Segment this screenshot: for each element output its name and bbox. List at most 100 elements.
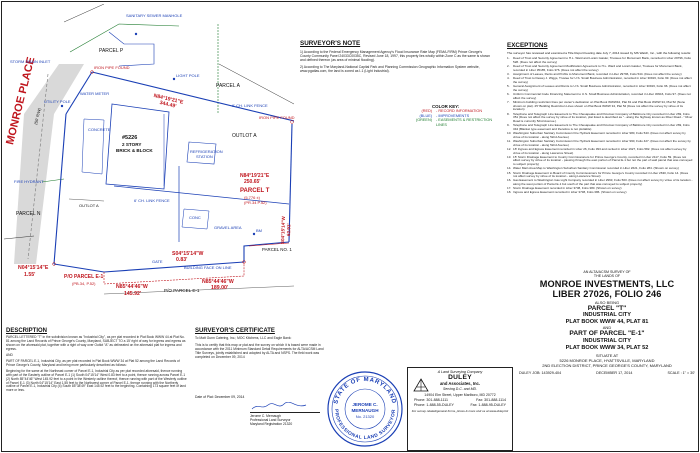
storm-inlet-label: STORM DRAIN INLET: [10, 59, 51, 64]
lower-boundary: [103, 285, 294, 295]
exception-number: 18.: [507, 190, 512, 195]
iron-pipe-marker-2: [290, 120, 294, 124]
surveyors-note-item-1: 1) According to the Federal Emergency Ma…: [300, 50, 490, 63]
exception-number: 3.: [507, 72, 510, 77]
parcel-e1-plat: (PB.34, P.52): [72, 281, 96, 286]
boundary-south-west: [53, 263, 105, 273]
title-plat-book-2: PLAT BOOK WWW 34, PLAT 52: [565, 344, 649, 351]
exception-text: Storm Drainage Easement to Board of Coun…: [513, 170, 689, 179]
exception-item: 1.Deed of Trust and Security Agreement t…: [507, 57, 693, 65]
exception-number: 16.: [507, 178, 512, 183]
parcel-n-label: PARCEL N: [16, 211, 41, 217]
iron-pipe-marker-4: [242, 260, 246, 264]
company-phone-row-2: Phone: 1-888-55-DULEY Fax: 1-888-95-DULE…: [410, 403, 510, 407]
exception-number: 4.: [507, 76, 510, 81]
surveyors-certificate: SURVEYOR'S CERTIFICATE To Matt Gunn Cate…: [195, 328, 330, 362]
signature-line: [250, 412, 320, 413]
parcel-a-label: PARCEL A: [216, 83, 240, 89]
gate-label: GATE: [152, 259, 163, 264]
building-footprint: [105, 103, 170, 190]
road-centerline: [27, 73, 49, 260]
signer-name: Jerome C. Mernaugh: [250, 414, 281, 418]
surveyors-note-title: SURVEYOR'S NOTE: [300, 40, 361, 47]
title-plat-book-1: PLAT BOOK WWW 44, PLAT 81: [565, 318, 649, 325]
bearing-3: S04°15'14"W: [172, 251, 204, 257]
gravel-area-label: GRAVEL AREA: [214, 225, 242, 230]
title-date: DECEMBER 17, 2014: [596, 371, 633, 376]
iron-pipe-marker-3: [52, 262, 56, 266]
conc-pad-2: [181, 208, 210, 230]
company-name: DULEY: [448, 374, 472, 381]
exception-number: 9.: [507, 123, 510, 128]
company-website-note: For survey related/general forms, prices…: [411, 408, 509, 413]
boundary-south: [103, 261, 245, 273]
exception-item: 18.Ingress and Egress Easement recorded …: [507, 191, 693, 195]
signer-registration: Maryland Registration 21320: [250, 422, 293, 426]
signer-title: Professional Land Surveyor: [250, 418, 291, 422]
exception-item: 14.Water Main Area Map to Washington Sub…: [507, 167, 693, 171]
map-drawing: [4, 4, 294, 295]
description-title: DESCRIPTION: [6, 328, 48, 334]
seal-graphic: STATE OF MARYLAND PROFESSIONAL LAND SURV…: [327, 371, 403, 447]
light-pole-symbol: [172, 77, 176, 81]
color-key-blue-desc: - IMPROVEMENTS: [436, 113, 470, 118]
color-key-green-desc: - EASEMENTS & RESTRICTION LINES: [435, 118, 493, 127]
exception-item: 3.Assignment of Leases, Rents and Profit…: [507, 72, 693, 77]
color-key-red-desc: - RECORD INFORMATION: [436, 109, 483, 114]
title-parcel-t: PARCEL "T": [587, 304, 627, 312]
parcel-p-label: PARCEL P: [99, 48, 124, 54]
seal-top-text: STATE OF MARYLAND: [333, 377, 396, 405]
description-and: AND: [6, 352, 13, 357]
bearing-6: N04°15'14"E: [18, 265, 49, 271]
concrete-pad: [81, 118, 105, 175]
title-situate: SITUATE AT: [595, 353, 619, 359]
parcel-t-label: PARCEL T: [240, 188, 270, 194]
exception-item: 11.Washington Suburban Sanitary Commissi…: [507, 139, 693, 148]
bearing-6-distance: 1.55': [24, 272, 36, 278]
exception-item: 2.Deed of Trust and Security Agreement M…: [507, 64, 693, 73]
exception-number: 12.: [507, 146, 512, 151]
seal-name-first: JEROME C.: [352, 402, 377, 407]
easement-line-top: [69, 23, 180, 53]
exception-text: Deed of Trust to Dewey J. Wiggs, Trustee…: [513, 76, 692, 84]
exception-text: 15' Storm Drainage Easement to County Co…: [513, 154, 693, 167]
company-fax: Fax: 301-888-1114: [476, 398, 506, 402]
boundary-west: [53, 113, 67, 265]
fence-label-2: 6' CH. LINK FENCE: [232, 103, 268, 108]
parcel-n-line: [4, 235, 35, 240]
exception-item: 7.Minimum building restriction lines per…: [507, 100, 693, 112]
exception-text: Telephone and Telegraph Line Easement to…: [513, 123, 690, 131]
strip-line: [68, 198, 105, 202]
company-phone-tollfree: Phone: 1-888-55-DULEY: [414, 402, 454, 407]
exception-number: 10.: [507, 131, 512, 136]
monroe-place-road: [14, 64, 84, 264]
iron-pipe-label-1: IRON PIPE FOUND: [94, 65, 130, 70]
exception-number: 13.: [507, 154, 512, 159]
exception-number: 8.: [507, 111, 510, 116]
parcel-t-area: (5.776 ±): [244, 195, 260, 200]
utility-pole-label: UTILITY POLE: [44, 99, 71, 104]
color-key: COLOR KEY: (RED) - RECORD INFORMATION (B…: [414, 104, 504, 127]
po-parcel-e1-bottom: P/O PARCEL E-1: [164, 288, 200, 293]
company-name-sub: and Associates, Inc.: [439, 381, 481, 386]
surveyor-seal: STATE OF MARYLAND PROFESSIONAL LAND SURV…: [326, 370, 404, 448]
exceptions-intro: The surveyor has reviewed and examined a…: [507, 51, 692, 55]
title-lands-of: THE LANDS OF: [593, 274, 621, 279]
certificate-date: Date of Plat: December 09, 2014: [195, 395, 245, 399]
color-key-row-blue: (BLUE) - IMPROVEMENTS: [414, 114, 504, 118]
title-footer-row: DULEY JOB: 143929-404 DECEMBER 17, 2014 …: [517, 371, 697, 375]
boundary-north: [91, 71, 294, 122]
exception-item: 4.Deed of Trust to Dewey J. Wiggs, Trust…: [507, 76, 693, 85]
title-owner: MONROE INVESTMENTS, LLC: [539, 278, 675, 289]
light-pole-label: LIGHT POLE: [176, 73, 200, 78]
exception-item: 12.18' Ingress and Egress Easement recor…: [507, 146, 693, 156]
seal-registration: No. 21320: [356, 414, 375, 419]
exception-number: 17.: [507, 186, 512, 191]
boundary-south-east: [243, 241, 290, 262]
color-key-blue-swatch: (BLUE): [419, 113, 432, 118]
exception-text: Deed of Trust and Security Agreement to …: [513, 56, 692, 65]
title-scale: SCALE : 1" = 30': [667, 371, 695, 376]
bearing-2-distance: 250.65': [244, 179, 261, 185]
company-fax-tollfree: Fax: 1-888-95-DULEY: [470, 402, 506, 407]
outlot-a-label-2: OUTLOT A: [79, 203, 99, 208]
